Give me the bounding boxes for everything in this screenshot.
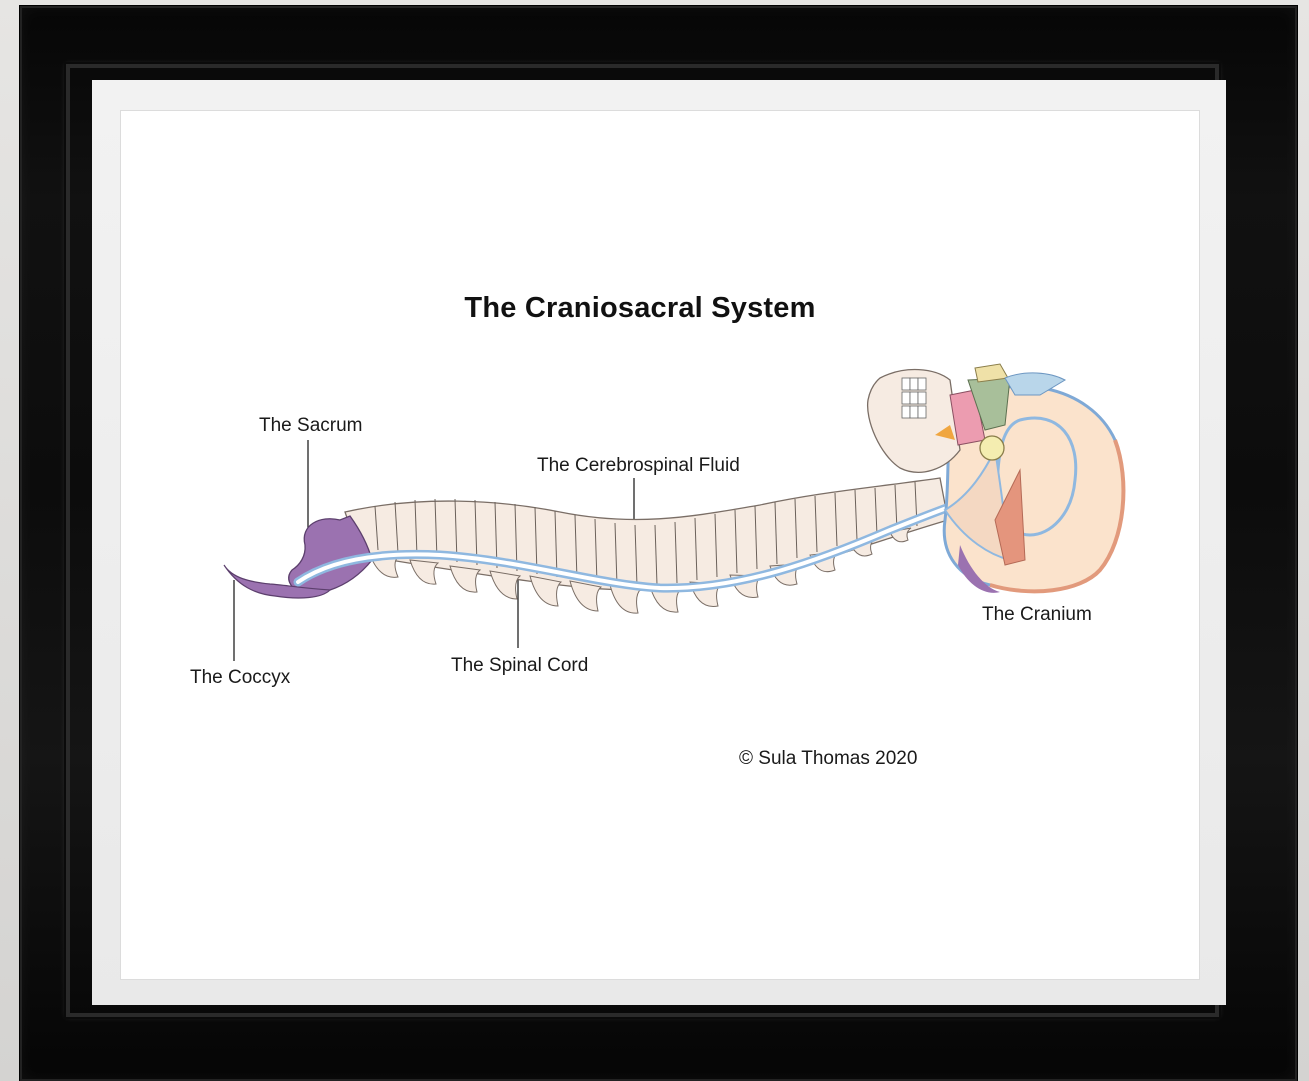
ear-ossicle <box>980 436 1004 460</box>
copyright-credit: © Sula Thomas 2020 <box>739 748 917 770</box>
label-cranium: The Cranium <box>982 604 1092 626</box>
label-coccyx: The Coccyx <box>190 667 290 689</box>
label-sacrum: The Sacrum <box>259 415 362 437</box>
cranium <box>868 364 1124 593</box>
label-cerebrospinal-fluid: The Cerebrospinal Fluid <box>537 455 740 477</box>
label-spinal-cord: The Spinal Cord <box>451 655 588 677</box>
diagram-title: The Craniosacral System <box>440 292 840 325</box>
vertebral-column <box>345 478 948 590</box>
teeth <box>902 378 926 418</box>
